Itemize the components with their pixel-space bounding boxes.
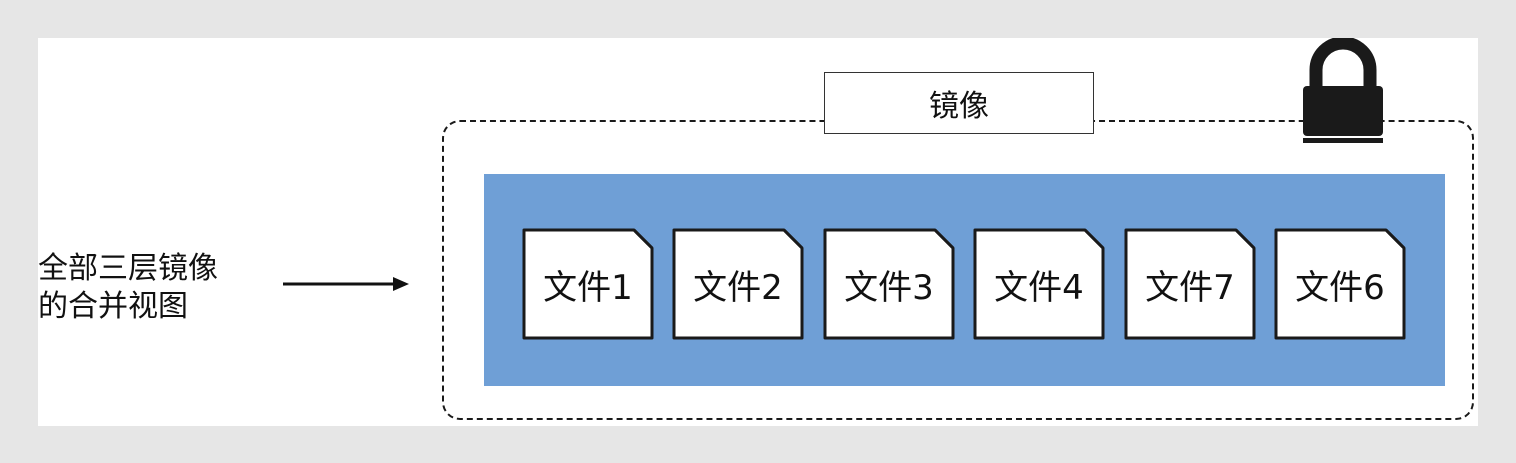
merged-view-label: 全部三层镜像 的合并视图 xyxy=(38,250,218,326)
lock-icon xyxy=(1303,38,1383,143)
file-card: 文件3 xyxy=(823,228,955,340)
image-label: 镜像 xyxy=(824,72,1094,134)
file-label: 文件4 xyxy=(994,267,1084,308)
document-icon xyxy=(973,228,1105,340)
merged-view-label-line1: 全部三层镜像 xyxy=(38,251,218,286)
arrow-right-icon xyxy=(283,277,409,291)
document-icon xyxy=(522,228,654,340)
file-label: 文件1 xyxy=(543,267,633,308)
file-card: 文件2 xyxy=(672,228,804,340)
file-card: 文件1 xyxy=(522,228,654,340)
document-icon xyxy=(1274,228,1406,340)
document-icon xyxy=(672,228,804,340)
document-icon xyxy=(823,228,955,340)
file-label: 文件3 xyxy=(844,267,934,308)
file-label: 文件2 xyxy=(693,267,783,308)
merged-view-label-line2: 的合并视图 xyxy=(38,289,188,324)
file-card: 文件4 xyxy=(973,228,1105,340)
image-label-text: 镜像 xyxy=(929,89,989,124)
file-label: 文件7 xyxy=(1145,267,1235,308)
file-card: 文件6 xyxy=(1274,228,1406,340)
file-label: 文件6 xyxy=(1295,267,1385,308)
file-card: 文件7 xyxy=(1124,228,1256,340)
document-icon xyxy=(1124,228,1256,340)
